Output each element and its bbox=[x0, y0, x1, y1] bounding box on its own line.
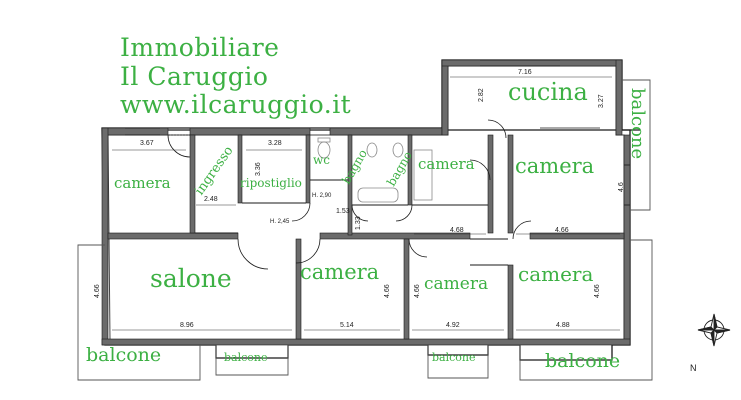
wall-right bbox=[623, 134, 631, 346]
dim-282: 2.82 bbox=[478, 88, 485, 102]
wall-kitchen-right bbox=[615, 59, 623, 136]
balcone-center-outline bbox=[215, 345, 289, 376]
room-label-camera-left: camera bbox=[114, 174, 171, 192]
room-label-balcone-kitchen: balcone bbox=[627, 88, 648, 160]
room-label-camera-bottom-3: camera bbox=[518, 262, 594, 286]
room-label-balcone-3: balcone bbox=[432, 351, 476, 364]
dim-h290: H. 2,90 bbox=[312, 193, 332, 199]
wall-v8 bbox=[295, 238, 302, 340]
dim-896: 8.96 bbox=[180, 322, 194, 329]
room-label-camera-mid: camera bbox=[418, 155, 475, 173]
wall-mid-h1 bbox=[107, 232, 239, 240]
wall-v4 bbox=[347, 134, 353, 236]
wall-v1 bbox=[189, 134, 196, 234]
dim-488: 4.88 bbox=[556, 322, 570, 329]
room-label-camera-right-top: camera bbox=[515, 154, 595, 178]
wall-v7 bbox=[507, 134, 514, 234]
wall-kitchen-top bbox=[441, 59, 623, 67]
dim-716: 7.16 bbox=[518, 69, 532, 76]
room-label-camera-bottom-1: camera bbox=[300, 260, 380, 284]
wall-v10 bbox=[507, 264, 514, 340]
wall-v3 bbox=[305, 134, 311, 204]
dim-46: 4.6 bbox=[618, 182, 625, 192]
room-label-balcone-2: balcone bbox=[224, 351, 268, 364]
agency-website[interactable]: www.ilcaruggio.it bbox=[120, 90, 352, 119]
room-label-cucina: cucina bbox=[508, 78, 588, 106]
dim-466-c: 4.66 bbox=[384, 284, 391, 298]
dim-h245: H. 2,45 bbox=[270, 219, 290, 225]
dim-492: 4.92 bbox=[446, 322, 460, 329]
wall-top-left bbox=[101, 127, 169, 136]
agency-name-line2: Il Caruggio bbox=[120, 62, 269, 91]
wall-mid-h2 bbox=[319, 232, 471, 240]
balcone-right-outline bbox=[519, 239, 653, 381]
compass-north-label: N bbox=[690, 363, 697, 373]
room-label-ripostiglio: ripostiglio bbox=[240, 176, 302, 190]
dim-248: 2.48 bbox=[204, 196, 218, 203]
room-label-camera-bottom-2: camera bbox=[424, 274, 489, 294]
dim-336: 3.36 bbox=[255, 162, 262, 176]
room-label-balcone-4: balcone bbox=[545, 350, 621, 372]
dim-466-e: 4.66 bbox=[594, 284, 601, 298]
wall-mid-h3 bbox=[529, 232, 625, 240]
dim-367: 3.67 bbox=[140, 140, 154, 147]
room-label-salone: salone bbox=[150, 264, 232, 293]
dim-468: 4.68 bbox=[450, 227, 464, 234]
dim-514: 5.14 bbox=[340, 322, 354, 329]
wall-v6 bbox=[487, 134, 494, 234]
dim-153: 1.53 bbox=[336, 208, 350, 215]
dim-466-a: 4.66 bbox=[555, 227, 569, 234]
agency-name-line1: Immobiliare bbox=[120, 33, 280, 62]
wall-kitchen-left bbox=[441, 59, 449, 136]
wall-left bbox=[101, 127, 109, 346]
balcone-kitchen-outline bbox=[622, 79, 651, 211]
compass-rose-icon bbox=[697, 313, 731, 347]
wall-top-2 bbox=[189, 127, 311, 136]
balcone-mid-outline bbox=[427, 345, 489, 379]
wall-v9 bbox=[403, 238, 410, 340]
dim-133: 1.33 bbox=[355, 216, 362, 230]
dim-328: 3.28 bbox=[268, 140, 282, 147]
balcone-left-outline bbox=[77, 244, 201, 381]
dim-466-b: 4.66 bbox=[94, 284, 101, 298]
dim-466-d: 4.66 bbox=[414, 284, 421, 298]
room-label-wc: wc bbox=[313, 153, 330, 167]
wall-top-3 bbox=[329, 127, 443, 136]
wall-bottom bbox=[101, 338, 631, 346]
wall-v5 bbox=[407, 134, 413, 206]
dim-327: 3.27 bbox=[598, 94, 605, 108]
room-label-balcone-1: balcone bbox=[86, 344, 162, 366]
wall-v2 bbox=[237, 134, 243, 204]
